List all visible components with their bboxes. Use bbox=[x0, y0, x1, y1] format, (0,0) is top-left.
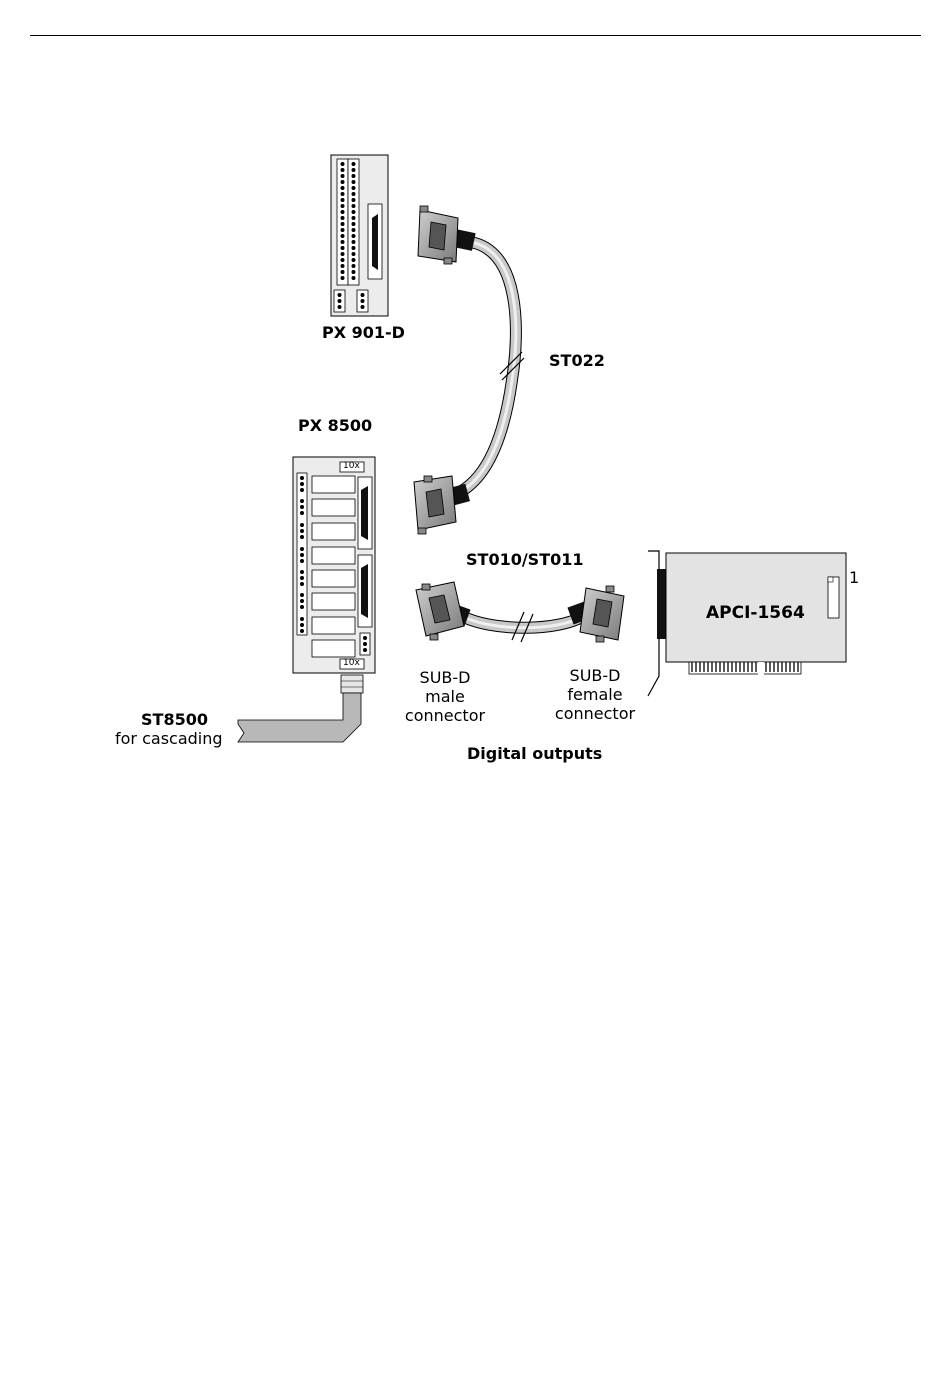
st010-cable bbox=[460, 612, 585, 642]
sub-d-female-line: SUB-D bbox=[546, 666, 644, 685]
relay bbox=[312, 476, 355, 493]
relay bbox=[312, 499, 355, 516]
sub-d-female-line: connector bbox=[546, 704, 644, 723]
pin-1-label: 1 bbox=[849, 570, 859, 586]
apci-1564-label: APCI-1564 bbox=[706, 605, 805, 622]
st8500-flat-cable bbox=[238, 675, 363, 742]
px8500-label: PX 8500 bbox=[298, 418, 372, 434]
relay bbox=[312, 640, 355, 657]
sub-d-female-line: female bbox=[546, 685, 644, 704]
px901-board bbox=[331, 155, 388, 316]
sub-d-male-connector bbox=[416, 582, 471, 640]
digital-outputs-caption: Digital outputs bbox=[467, 746, 602, 762]
st022-label: ST022 bbox=[549, 353, 605, 369]
board-10x-top-label: 10x bbox=[343, 462, 360, 471]
apci-1564-card bbox=[648, 551, 846, 696]
px8500-board bbox=[293, 457, 375, 673]
sub-d-male-line: male bbox=[396, 687, 494, 706]
relay bbox=[312, 570, 355, 587]
board-10x-bottom-label: 10x bbox=[343, 659, 360, 668]
px901-label: PX 901-D bbox=[322, 325, 405, 341]
relay bbox=[312, 617, 355, 634]
sub-d-male-line: SUB-D bbox=[396, 668, 494, 687]
relay bbox=[312, 547, 355, 564]
sub-d-female-caption: SUB-D female connector bbox=[546, 666, 644, 723]
st022-cable bbox=[460, 242, 524, 492]
relay bbox=[312, 593, 355, 610]
sub-d-male-caption: SUB-D male connector bbox=[396, 668, 494, 725]
sub-d-male-line: connector bbox=[396, 706, 494, 725]
sub-d-female-connector bbox=[567, 586, 624, 642]
st8500-caption: for cascading bbox=[115, 731, 223, 747]
st022-connector-top bbox=[418, 206, 476, 264]
st010-st011-label: ST010/ST011 bbox=[466, 552, 584, 568]
st8500-label: ST8500 bbox=[141, 712, 208, 728]
relay bbox=[312, 523, 355, 540]
